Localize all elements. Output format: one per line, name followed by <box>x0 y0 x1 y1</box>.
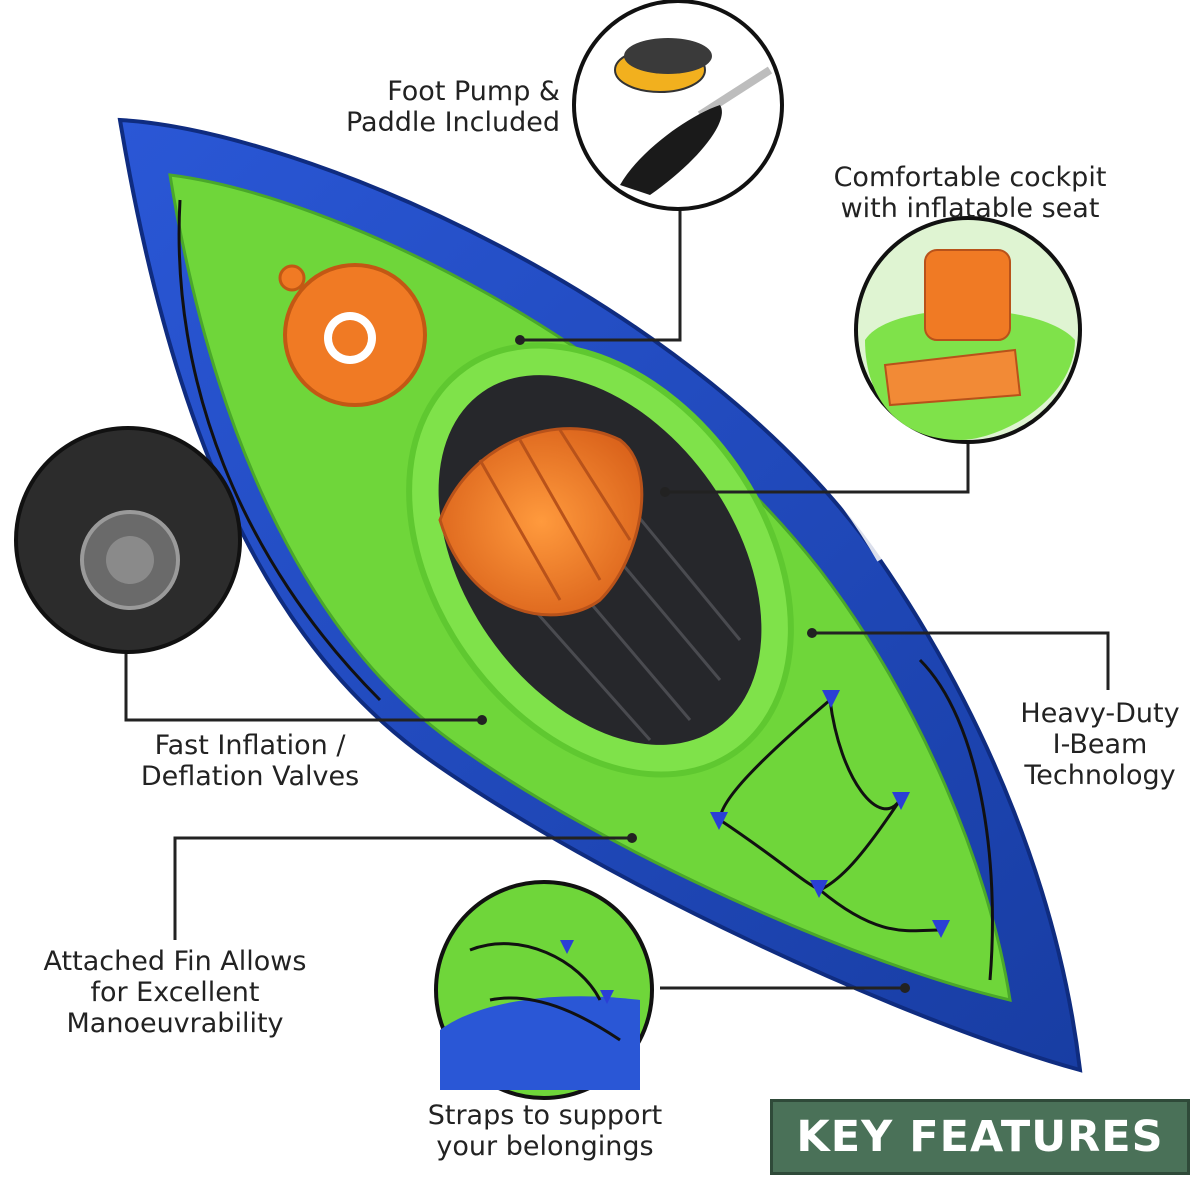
feature-label-fin: Attached Fin Allows for Excellent Manoeu… <box>20 946 330 1039</box>
hull-stripe <box>478 227 883 562</box>
valve-callout <box>14 426 242 654</box>
feature-line: Heavy-Duty <box>1020 698 1180 729</box>
leader-lines <box>124 200 1110 990</box>
feature-label-straps: Straps to support your belongings <box>400 1100 690 1162</box>
feature-line: Straps to support <box>427 1100 663 1131</box>
feature-line: for Excellent <box>90 977 260 1008</box>
seat-back-icon <box>924 249 1011 341</box>
feature-line: Foot Pump & <box>387 76 560 107</box>
perimeter-bungee <box>177 199 994 981</box>
strap-cord-icon <box>469 942 621 1042</box>
strap-anchor <box>710 690 950 938</box>
leader-dots <box>477 335 910 993</box>
kayak <box>117 117 1083 1073</box>
feature-line: Paddle Included <box>345 107 560 138</box>
feature-label-valves: Fast Inflation / Deflation Valves <box>120 730 380 792</box>
feature-line: Attached Fin Allows <box>43 946 307 977</box>
feature-label-pump: Foot Pump & Paddle Included <box>300 76 560 138</box>
paddle-shaft-icon <box>697 66 773 119</box>
feature-line: Fast Inflation / <box>154 730 346 761</box>
feature-label-ibeam: Heavy-Duty I-Beam Technology <box>1000 698 1200 791</box>
paddle-blade-icon <box>620 105 722 195</box>
key-features-banner: KEY FEATURES <box>770 1099 1190 1175</box>
feature-line: I-Beam <box>1052 729 1148 760</box>
feature-line: with inflatable seat <box>840 193 1100 224</box>
feature-line: Deflation Valves <box>140 761 360 792</box>
seat-cushion-icon <box>883 348 1022 407</box>
feature-line: Technology <box>1024 760 1176 791</box>
straps-callout <box>434 880 654 1100</box>
deck-valve <box>278 263 427 407</box>
feature-line: Manoeuvrability <box>66 1008 284 1039</box>
feature-label-cockpit: Comfortable cockpit with inflatable seat <box>820 162 1120 224</box>
pump-paddle-callout <box>572 0 784 211</box>
feature-line: Comfortable cockpit <box>833 162 1107 193</box>
cockpit-seat <box>438 427 644 617</box>
feature-line: your belongings <box>436 1131 654 1162</box>
cockpit-callout <box>854 216 1082 444</box>
